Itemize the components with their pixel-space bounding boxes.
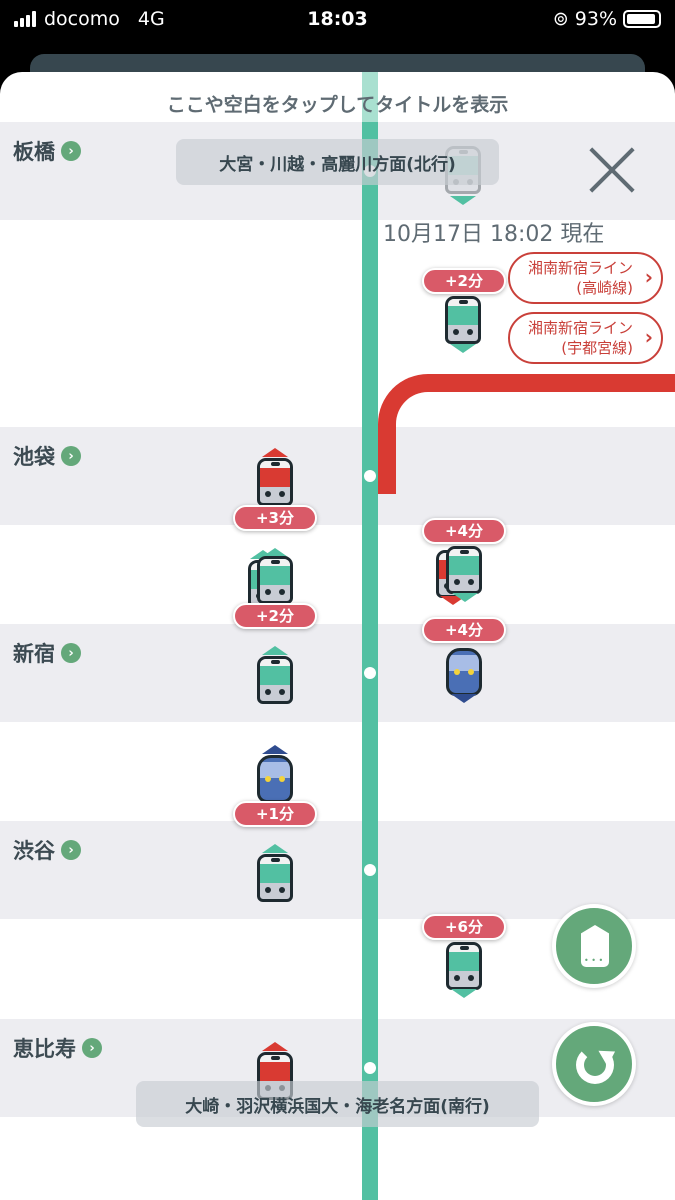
train-info-button[interactable] <box>552 904 636 988</box>
direction-down-icon <box>450 344 476 353</box>
network: 4G <box>137 8 165 30</box>
carrier: docomo <box>44 8 120 30</box>
chevron-right-icon: › <box>61 141 81 161</box>
delay-badge: +2分 <box>233 603 317 629</box>
chevron-right-icon: › <box>61 840 81 860</box>
refresh-button[interactable] <box>552 1022 636 1106</box>
line-name: 湘南新宿ライン <box>527 259 633 277</box>
direction-up-icon <box>262 646 288 655</box>
direction-up-icon <box>262 844 288 853</box>
delay-badge: +4分 <box>422 617 506 643</box>
battery-icon <box>623 10 661 28</box>
station-name: 板橋 <box>13 140 55 164</box>
direction-up-icon <box>262 1042 288 1051</box>
route-line <box>362 72 378 1200</box>
station-row-ikebukuro <box>0 427 675 525</box>
limited-express-icon[interactable] <box>446 648 482 696</box>
shonan-shinjuku-line-branch <box>378 374 675 494</box>
train-icon[interactable] <box>445 296 481 344</box>
signal-icon <box>14 11 36 27</box>
station-name: 新宿 <box>13 642 55 666</box>
delay-badge: +2分 <box>422 268 506 294</box>
direction-down-icon <box>450 196 476 205</box>
train-device-icon <box>581 925 609 967</box>
direction-down-icon <box>451 989 477 998</box>
close-button[interactable] <box>588 146 636 194</box>
chevron-right-icon: › <box>644 325 653 349</box>
route-line-top <box>362 72 378 122</box>
chevron-right-icon: › <box>61 643 81 663</box>
delay-badge: +6分 <box>422 914 506 940</box>
station-dot <box>364 1062 376 1074</box>
station-shibuya[interactable]: 渋谷 › <box>13 835 81 865</box>
station-itabashi[interactable]: 板橋 › <box>13 136 81 166</box>
delay-badge: +1分 <box>233 801 317 827</box>
battery-percent: 93% <box>574 8 617 30</box>
line-sub: (高崎線) <box>576 279 633 297</box>
train-icon[interactable] <box>257 458 293 506</box>
station-row-shinjuku <box>0 624 675 722</box>
train-icon[interactable] <box>446 942 482 990</box>
line-sub: (宇都宮線) <box>561 339 633 357</box>
clock: 18:03 <box>307 8 368 30</box>
chevron-right-icon: › <box>61 446 81 466</box>
refresh-icon <box>576 1046 614 1084</box>
station-ikebukuro[interactable]: 池袋 › <box>13 441 81 471</box>
line-button-utsunomiya[interactable]: 湘南新宿ライン (宇都宮線) › <box>508 312 663 364</box>
station-name: 池袋 <box>13 445 55 469</box>
direction-down-icon <box>452 593 478 602</box>
direction-up-icon <box>262 745 288 754</box>
status-bar: docomo 4G 18:03 ⊚93% <box>0 0 675 40</box>
station-dot <box>364 667 376 679</box>
train-icon[interactable] <box>446 546 482 594</box>
chevron-right-icon: › <box>82 1038 102 1058</box>
train-icon[interactable] <box>257 854 293 902</box>
delay-badge: +3分 <box>233 505 317 531</box>
direction-up-icon <box>262 448 288 457</box>
direction-label-north[interactable]: 大宮・川越・高麗川方面(北行) <box>176 139 499 185</box>
title-hint[interactable]: ここや空白をタップしてタイトルを表示 <box>166 94 509 116</box>
chevron-right-icon: › <box>644 265 653 289</box>
station-ebisu[interactable]: 恵比寿 › <box>13 1033 102 1063</box>
train-position-sheet[interactable]: ここや空白をタップしてタイトルを表示 板橋› 池袋› 新宿› 渋谷› 恵比寿› … <box>0 72 675 1200</box>
line-button-takasaki[interactable]: 湘南新宿ライン (高崎線) › <box>508 252 663 304</box>
station-dot <box>364 864 376 876</box>
station-dot <box>364 470 376 482</box>
direction-down-icon <box>451 694 477 703</box>
train-icon[interactable] <box>257 656 293 704</box>
direction-label-south[interactable]: 大崎・羽沢横浜国大・海老名方面(南行) <box>136 1081 539 1127</box>
rotation-lock-icon: ⊚ <box>552 8 569 30</box>
station-row-shibuya <box>0 821 675 919</box>
delay-badge: +4分 <box>422 518 506 544</box>
timestamp: 10月17日 18:02 現在 <box>383 222 605 247</box>
direction-up-icon <box>262 548 288 557</box>
line-name: 湘南新宿ライン <box>527 319 633 337</box>
station-name: 恵比寿 <box>13 1037 76 1061</box>
station-name: 渋谷 <box>13 839 55 863</box>
station-shinjuku[interactable]: 新宿 › <box>13 638 81 668</box>
train-icon[interactable] <box>257 556 293 604</box>
limited-express-icon[interactable] <box>257 755 293 803</box>
